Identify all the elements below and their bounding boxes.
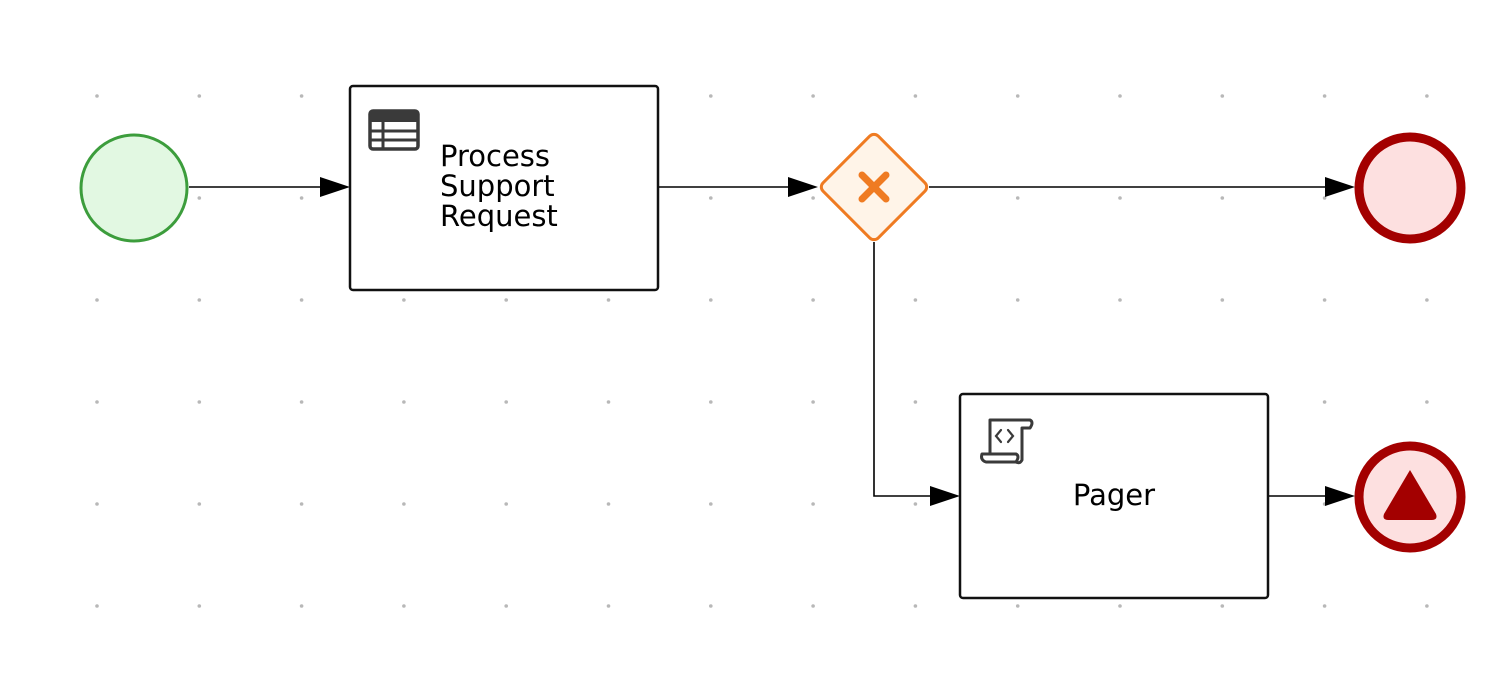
grid-dot [504,502,509,506]
flow-pager-to-escalation-end[interactable] [1268,486,1355,506]
grid-dot [1425,604,1429,608]
x-icon [858,171,890,203]
grid-dot [402,502,406,506]
grid-dot [1220,196,1225,200]
flow-gateway-to-pager[interactable] [873,242,960,506]
grid-dot [197,400,202,404]
grid-dot [606,298,611,302]
grid-dot [1015,196,1020,200]
grid-dot [811,298,815,302]
grid-dot [299,502,304,506]
grid-dot [1322,196,1327,200]
task-pager[interactable]: Pager [958,392,1270,600]
table-icon [368,109,420,151]
grid-dot [299,298,304,302]
grid-dot [913,94,918,98]
task-process-support-request[interactable]: Process Support Request [348,84,660,292]
sequence-flows [189,177,1355,506]
flow-gateway-to-end[interactable] [929,177,1355,197]
grid-dot [913,502,918,506]
grid-dot [606,400,611,404]
grid-dot [709,604,713,608]
grid-dot [1118,298,1122,302]
end-event[interactable] [1354,132,1466,244]
grid-dot [811,400,815,404]
grid-dot [1220,604,1225,608]
grid-dot [504,604,509,608]
grid-dot [299,94,304,98]
grid-dot [606,502,611,506]
escalation-triangle-icon [1383,470,1437,520]
grid-dot [1015,94,1020,98]
grid-dot [1322,298,1327,302]
grid-dot [299,604,304,608]
script-scroll-icon [980,418,1034,465]
grid-dot [95,502,99,506]
grid-dot [811,94,815,98]
grid-dot [913,604,918,608]
grid-dot [299,400,304,404]
task-label: Pager [1073,478,1155,512]
grid-dot [709,196,713,200]
grid-dot [299,196,304,200]
grid-dot [1118,604,1122,608]
flow-process-to-gateway[interactable] [659,177,818,197]
grid-dot [1118,196,1122,200]
start-event[interactable] [79,133,189,243]
task-label-line-1: Process [440,139,550,173]
grid-dot [402,298,406,302]
grid-dot [811,604,815,608]
grid-dot [95,400,99,404]
task-label-line-3: Request [440,199,558,233]
grid-dot [504,298,509,302]
canvas-grid [95,94,1429,608]
grid-dot [402,400,406,404]
grid-dot [1425,400,1429,404]
grid-dot [1015,604,1020,608]
grid-dot [1322,604,1327,608]
grid-dot [197,94,202,98]
grid-dot [1118,94,1122,98]
grid-dot [709,298,713,302]
grid-dot [709,400,713,404]
grid-dot [197,298,202,302]
grid-dot [402,604,406,608]
grid-dot [606,604,611,608]
grid-dot [197,196,202,200]
grid-dot [1220,94,1225,98]
grid-dot [811,502,815,506]
exclusive-gateway[interactable] [819,132,929,242]
grid-dot [197,604,202,608]
grid-dot [913,298,918,302]
grid-dot [95,94,99,98]
grid-dot [1322,94,1327,98]
grid-dot [709,94,713,98]
grid-dot [1322,400,1327,404]
grid-dot [913,400,918,404]
grid-dot [709,502,713,506]
grid-dot [1220,298,1225,302]
task-label-line-2: Support [440,169,555,203]
grid-dot [1425,94,1429,98]
flow-start-to-process[interactable] [189,177,350,197]
grid-dot [95,604,99,608]
grid-dot [811,196,815,200]
grid-dot [1425,298,1429,302]
grid-dot [504,400,509,404]
grid-dot [1015,298,1020,302]
grid-dot [197,502,202,506]
escalation-end-event[interactable] [1354,441,1466,553]
grid-dot [95,298,99,302]
